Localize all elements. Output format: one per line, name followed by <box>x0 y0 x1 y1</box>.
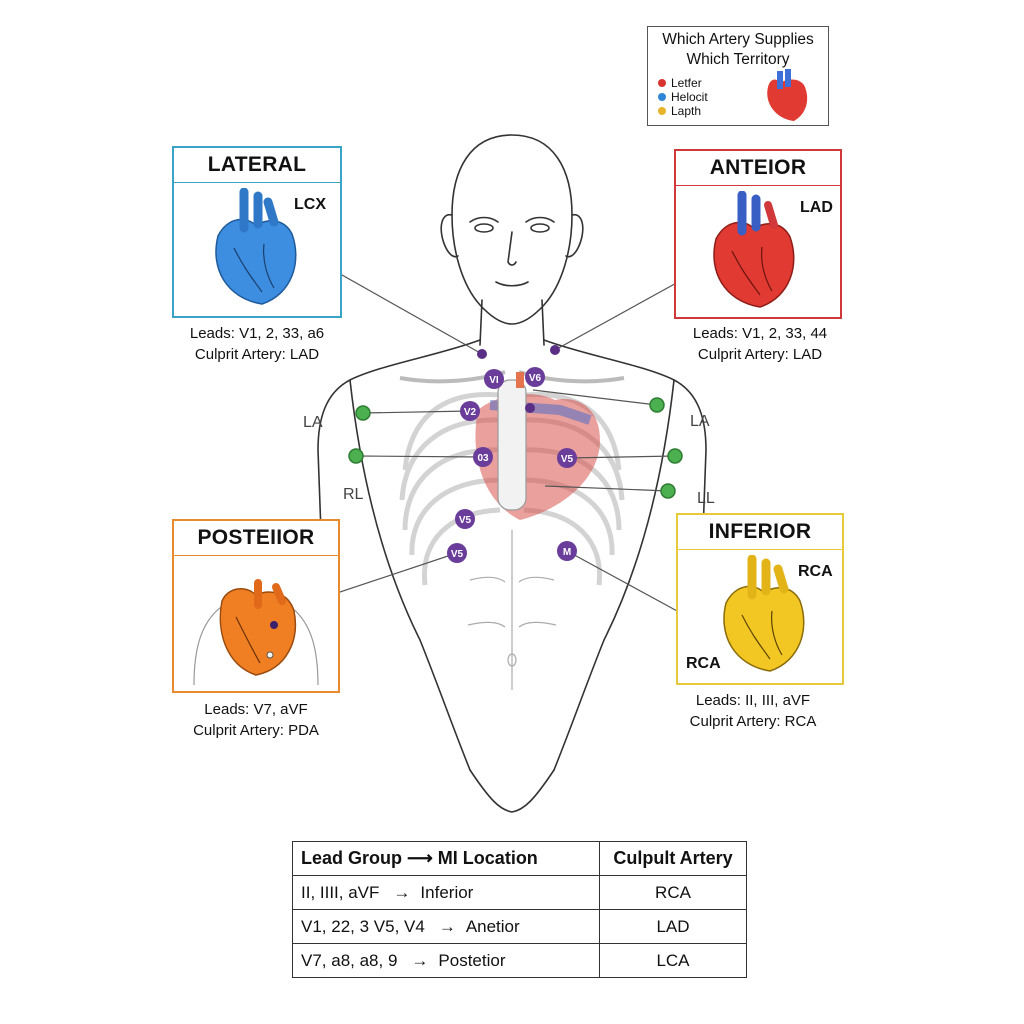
limb-electrode <box>348 448 364 464</box>
limb-electrode <box>667 448 683 464</box>
anterior-title: ANTEIOR <box>676 151 840 186</box>
anterior-artery-label: LAD <box>800 199 833 216</box>
posterior-caption: Leads: V7, aVF Culprit Artery: PDA <box>193 701 319 739</box>
anterior-panel: ANTEIOR LAD <box>674 149 842 319</box>
table-row: II, IIII, aVF→Inferior RCA <box>292 875 747 910</box>
legend-item: Lapth <box>658 104 701 118</box>
electrode-v1: VI <box>484 369 504 389</box>
svg-text:V5: V5 <box>561 454 574 465</box>
electrode-v5b: V5 <box>455 509 475 529</box>
limb-electrode <box>660 483 676 499</box>
header-culprit-artery: Culpult Artery <box>599 841 747 876</box>
inferior-title: INFERIOR <box>678 515 842 550</box>
legend-item: Helocit <box>658 90 708 104</box>
lead-mapping-table: Lead Group ⟶ MI Location Culpult Artery … <box>292 841 747 978</box>
header-lead-group: Lead Group ⟶ MI Location <box>292 841 600 876</box>
heart-icon <box>767 69 808 121</box>
legend-title: Which Artery Supplies Which Territory <box>662 31 814 68</box>
posterior-title: POSTEIIOR <box>174 521 338 556</box>
svg-text:V2: V2 <box>464 407 477 418</box>
electrode-v6: V6 <box>525 367 545 387</box>
limb-electrode <box>649 397 665 413</box>
table-row: V7, a8, a8, 9→Postetior LCA <box>292 943 747 978</box>
svg-text:V5: V5 <box>451 549 464 560</box>
limb-label-la-left: LA <box>303 414 323 431</box>
electrode-v5c: V5 <box>447 543 467 563</box>
lateral-panel: LATERAL LCX <box>172 146 342 318</box>
legend-box: Which Artery Supplies Which Territory Le… <box>647 26 829 126</box>
heart-lateral-icon <box>215 188 297 305</box>
limb-label-rl: RL <box>343 486 364 503</box>
anterior-caption: Leads: V1, 2, 33, 44 Culprit Artery: LAD <box>692 325 828 363</box>
head-outline <box>451 134 573 325</box>
heart-inferior-icon <box>723 555 805 672</box>
table-header-row: Lead Group ⟶ MI Location Culpult Artery <box>292 841 747 876</box>
lateral-caption: Leads: V1, 2, 33, a6 Culprit Artery: LAD <box>189 325 325 363</box>
heart-anterior-icon <box>713 191 795 308</box>
posterior-panel: POSTEIIOR <box>172 519 340 693</box>
lateral-title: LATERAL <box>174 148 340 183</box>
heart-posterior-icon <box>193 579 319 686</box>
svg-text:03: 03 <box>477 453 489 464</box>
inferior-artery-label-bottom: RCA <box>686 655 721 672</box>
inferior-panel: INFERIOR RCA RCA <box>676 513 844 685</box>
svg-text:V6: V6 <box>529 373 542 384</box>
limb-electrode <box>355 405 371 421</box>
electrode-v5a: V5 <box>557 448 577 468</box>
limb-label-ll: LL <box>697 490 715 507</box>
electrode-03: 03 <box>473 447 493 467</box>
svg-text:V5: V5 <box>459 515 472 526</box>
svg-text:M: M <box>563 547 571 558</box>
electrode-m: M <box>557 541 577 561</box>
table-row: V1, 22, 3 V5, V4→Anetior LAD <box>292 909 747 944</box>
electrode-v2: V2 <box>460 401 480 421</box>
lateral-artery-label: LCX <box>294 196 326 213</box>
svg-text:VI: VI <box>489 375 499 386</box>
inferior-artery-label-top: RCA <box>798 563 833 580</box>
legend-item: Letfer <box>658 76 702 90</box>
limb-label-la-right: LA <box>690 413 710 430</box>
inferior-caption: Leads: II, III, aVF Culprit Artery: RCA <box>689 692 817 730</box>
